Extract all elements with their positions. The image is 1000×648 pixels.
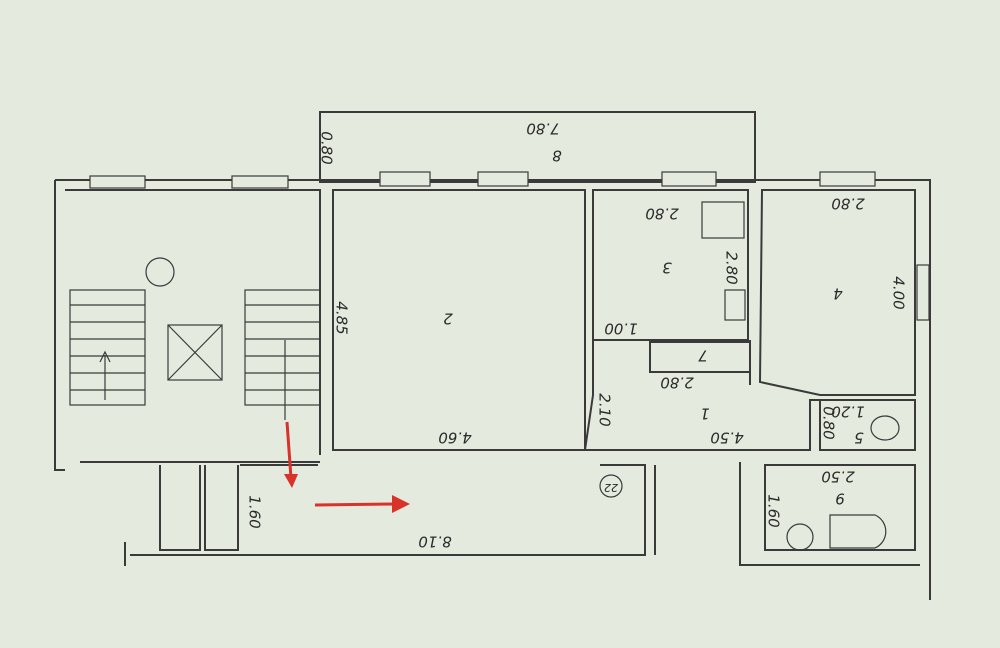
room-3-outline — [592, 189, 749, 341]
room-1-niche: 1.00 — [604, 320, 637, 338]
room-3-width: 2.80 — [723, 251, 741, 284]
room-1-width: 2.10 — [596, 393, 614, 426]
corridor-width: 1.60 — [246, 495, 264, 528]
room-2-length: 4.60 — [438, 429, 471, 447]
outer-wall-top — [55, 179, 931, 595]
room-6-outline — [764, 464, 916, 551]
room-4-outline — [758, 189, 916, 396]
room-4-length: 2.80 — [831, 195, 864, 213]
corridor-length: 8.10 — [418, 533, 451, 551]
stairwell — [69, 257, 321, 420]
room-5-outline — [819, 399, 916, 451]
fixtures — [599, 201, 900, 551]
windows — [89, 171, 930, 321]
balcony-width: 0.80 — [318, 131, 336, 164]
closet-7-length: 2.80 — [660, 374, 693, 392]
room-5-number: 5 — [854, 429, 864, 447]
room-3-number: 3 — [662, 259, 672, 277]
balcony-outline — [319, 111, 756, 183]
toilet-icon — [870, 415, 900, 441]
room-2-width: 4.85 — [333, 301, 351, 334]
room-4-number: 4 — [833, 285, 843, 303]
bathtub-icon — [829, 514, 887, 549]
labels: 7.80 8 0.80 2 4.60 4.85 2.80 3 2.80 2.80… — [246, 120, 908, 551]
room-6-width: 1.60 — [765, 494, 783, 527]
circle-icon — [145, 257, 175, 287]
room-2-number: 2 — [443, 310, 453, 328]
arrow-down — [285, 421, 293, 479]
arrow-right — [314, 502, 397, 507]
wall-ends — [124, 542, 931, 600]
direction-arrows — [284, 421, 410, 513]
closet-7-outline — [649, 341, 751, 373]
balcony-length: 7.80 — [526, 120, 559, 138]
stairs-left — [69, 289, 146, 406]
room-1-length: 4.50 — [710, 429, 743, 447]
stove-icon — [701, 201, 745, 239]
washbasin-icon — [786, 523, 814, 551]
room-6-length: 2.50 — [821, 468, 854, 486]
corridor-walls — [80, 461, 920, 566]
stairs-right — [244, 289, 321, 406]
balcony-number: 8 — [552, 147, 562, 165]
apartment-number-circle — [599, 474, 623, 498]
walls — [54, 111, 931, 600]
room-6-number: 6 — [835, 491, 845, 509]
apartment-number: 22 — [604, 481, 618, 494]
room-5-width: 0.80 — [820, 406, 838, 439]
shafts — [159, 465, 239, 551]
room-3-length: 2.80 — [645, 205, 678, 223]
room-5-length: 1.20 — [831, 403, 864, 421]
elevator-icon — [167, 324, 223, 381]
room-1-number: 1 — [700, 405, 710, 423]
room-4-width: 4.00 — [890, 276, 908, 309]
room-2-outline — [332, 189, 586, 451]
closet-7-number: 7 — [698, 347, 708, 365]
sink-icon — [724, 289, 746, 321]
